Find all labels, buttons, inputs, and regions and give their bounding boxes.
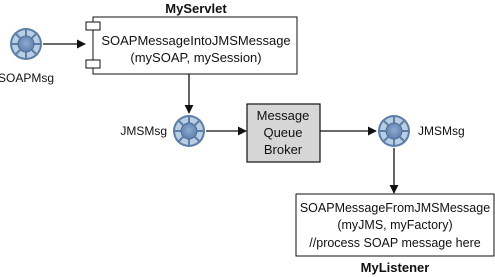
servlet-component: MyServlet SOAPMessageIntoJMSMessage (myS… [85, 1, 298, 75]
listener-component: SOAPMessageFromJMSMessage (myJMS, myFact… [295, 193, 495, 275]
jms-message-icon-left [173, 115, 205, 147]
listener-params: (myJMS, myFactory) [337, 218, 452, 232]
broker-line-2: Queue [263, 125, 302, 140]
servlet-port-top [85, 21, 101, 31]
jms-message-label-left: JMSMsg [120, 124, 167, 138]
message-queue-broker: Message Queue Broker [246, 103, 321, 163]
listener-method: SOAPMessageFromJMSMessage [300, 201, 490, 215]
broker-line-3: Broker [264, 142, 303, 157]
jms-message-icon-right [378, 115, 410, 147]
jms-message-node-right: JMSMsg [378, 115, 465, 147]
listener-box [295, 193, 495, 257]
servlet-method: SOAPMessageIntoJMSMessage [101, 33, 290, 48]
listener-title: MyListener [361, 260, 430, 275]
soap-message-node: SOAPMsg [0, 28, 54, 85]
servlet-box [92, 16, 298, 75]
broker-box [246, 103, 321, 163]
broker-line-1: Message [257, 108, 310, 123]
soap-message-label: SOAPMsg [0, 71, 54, 85]
soap-message-icon [10, 28, 42, 60]
jms-message-node-left: JMSMsg [120, 115, 205, 147]
jms-message-label-right: JMSMsg [418, 124, 465, 138]
listener-comment: //process SOAP message here [309, 236, 480, 250]
servlet-port-bottom [85, 59, 101, 69]
servlet-params: (mySOAP, mySession) [130, 50, 261, 65]
servlet-title: MyServlet [165, 1, 227, 16]
